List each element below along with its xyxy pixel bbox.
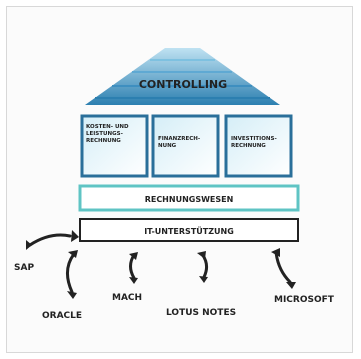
pillar-1: KOSTEN- UND LEISTUNGS- RECHNUNG: [80, 114, 149, 178]
system-label-microsoft: MICROSOFT: [274, 295, 335, 305]
system-label-mach: MACH: [112, 293, 142, 303]
pillar-1-label: KOSTEN- UND LEISTUNGS- RECHNUNG: [86, 124, 129, 144]
sap-arrowhead-icon: [71, 230, 79, 242]
sap-arrow-icon: [28, 233, 72, 247]
pillar-2-label: FINANZRECH- NUNG: [158, 136, 201, 149]
roof-label: CONTROLLING: [139, 78, 227, 91]
pillar-3: INVESTITIONS- RECHNUNG: [224, 114, 293, 178]
system-label-oracle: ORACLE: [42, 311, 82, 321]
accounting-beam: RECHNUNGSWESEN: [78, 184, 300, 212]
it-support-label: IT-UNTERSTÜTZUNG: [144, 226, 234, 236]
roof: CONTROLLING: [85, 48, 280, 105]
mach-arrow-icon: [129, 253, 136, 280]
oracle-arrow-icon: [66, 252, 76, 294]
pillar-2: FINANZRECH- NUNG: [151, 114, 220, 178]
arrows: [26, 230, 296, 299]
system-label-lotus-notes: LOTUS NOTES: [166, 308, 236, 318]
it-support-beam: IT-UNTERSTÜTZUNG: [79, 218, 299, 242]
microsoft-arrow-icon: [274, 250, 292, 284]
pillar-3-label: INVESTITIONS- RECHNUNG: [231, 136, 277, 149]
accounting-label: RECHNUNGSWESEN: [145, 195, 234, 204]
system-label-sap: SAP: [14, 263, 34, 273]
